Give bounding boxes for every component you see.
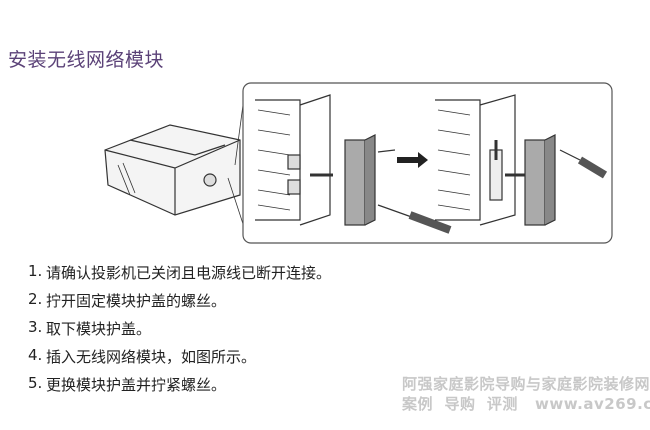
detail-frame — [242, 82, 613, 244]
step-item: 1.请确认投影机已关闭且电源线已断开连接。 — [28, 262, 331, 290]
step-number: 3. — [28, 318, 43, 336]
watermark-line-1: 阿强家庭影院导购与家庭影院装修网 — [402, 375, 650, 393]
section-title: 安装无线网络模块 — [8, 49, 165, 71]
projector-drawing — [104, 124, 241, 216]
step-item: 4.插入无线网络模块，如图所示。 — [28, 346, 331, 374]
step-text: 请确认投影机已关闭且电源线已断开连接。 — [46, 264, 332, 282]
step-item: 2.拧开固定模块护盖的螺丝。 — [28, 290, 331, 318]
step-number: 4. — [28, 346, 43, 364]
step-number: 5. — [28, 374, 43, 392]
instruction-list: 1.请确认投影机已关闭且电源线已断开连接。 2.拧开固定模块护盖的螺丝。 3.取… — [28, 262, 331, 402]
step-text: 插入无线网络模块，如图所示。 — [46, 348, 257, 366]
screwdriver — [577, 156, 608, 179]
step-text: 拧开固定模块护盖的螺丝。 — [46, 292, 227, 310]
step-text: 更换模块护盖并拧紧螺丝。 — [46, 376, 227, 394]
step-item: 5.更换模块护盖并拧紧螺丝。 — [28, 374, 331, 402]
step-b-drawing — [435, 94, 608, 226]
screwdriver — [408, 211, 452, 234]
step-number: 1. — [28, 262, 43, 280]
step-a-drawing — [255, 94, 452, 234]
step-text: 取下模块护盖。 — [46, 320, 152, 338]
step-item: 3.取下模块护盖。 — [28, 318, 331, 346]
watermark: 阿强家庭影院导购与家庭影院装修网 案例 导购 评测 www.av269.com — [402, 374, 650, 414]
next-arrow — [397, 152, 428, 168]
step-number: 2. — [28, 290, 43, 308]
watermark-line-2: 案例 导购 评测 www.av269.com — [402, 395, 650, 413]
